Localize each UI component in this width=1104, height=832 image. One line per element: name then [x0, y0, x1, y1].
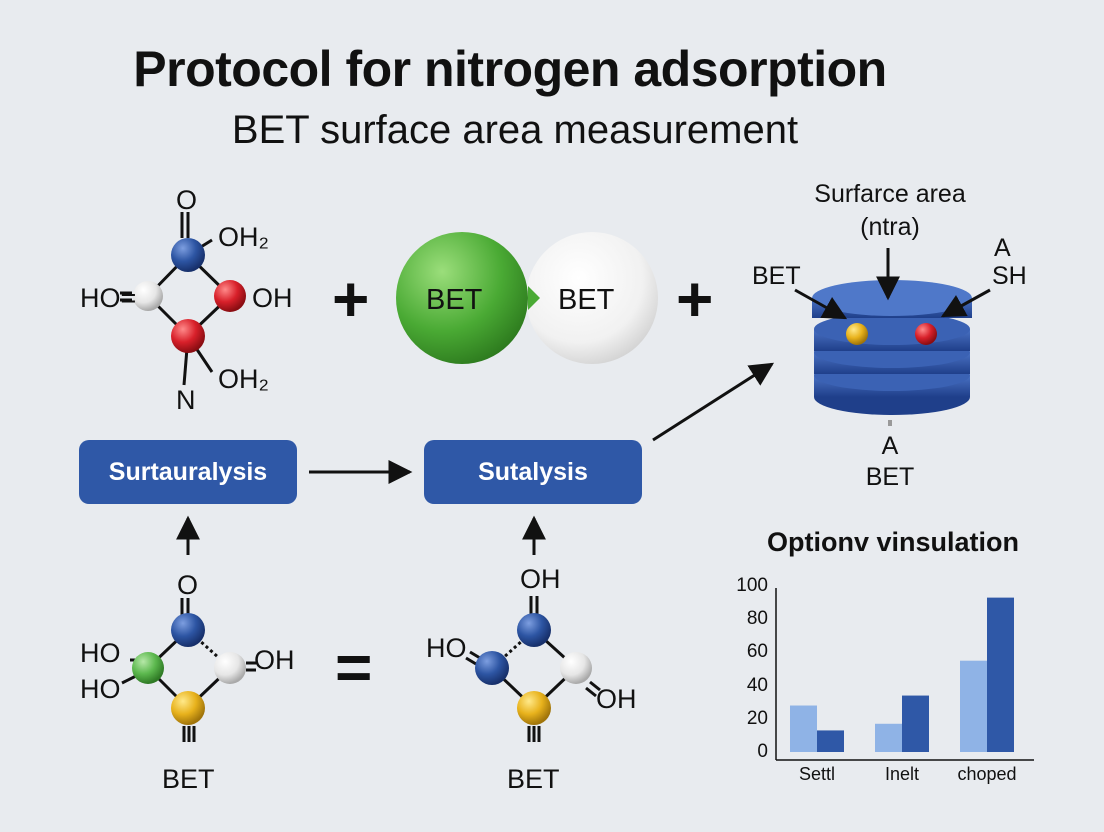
atom-label-oh: OH — [254, 645, 295, 675]
y-tick-label: 20 — [746, 707, 768, 729]
atom-red — [214, 280, 246, 312]
white-sphere — [526, 232, 658, 364]
atom-label-o: O — [176, 185, 198, 215]
process-box-sutalysis: Sutalysis — [424, 440, 642, 504]
atom-blue — [171, 238, 205, 272]
x-category-label: Inelt — [884, 764, 920, 784]
sphere-connector-icon — [528, 286, 540, 310]
y-tick-label: 100 — [736, 575, 768, 596]
white-sphere-label: BET — [558, 284, 615, 316]
atom-label-oh2: OH₂ — [218, 364, 269, 394]
atom-label-ho: HO= — [80, 283, 137, 313]
atom-label-n: N — [176, 385, 196, 415]
atom-blue — [171, 613, 205, 647]
chart-bar-inelt-series-1 — [875, 723, 902, 752]
plus-operator: + — [676, 263, 714, 335]
atom-red — [171, 319, 205, 353]
atom-label-oh: OH — [596, 684, 637, 714]
atom-blue — [517, 613, 551, 647]
page-subtitle: BET surface area measurement — [231, 108, 799, 152]
chart-bar-settl-series-2 — [817, 730, 844, 752]
y-tick-label: 0 — [757, 741, 768, 762]
atom-yellow — [517, 691, 551, 725]
y-tick-label: 80 — [746, 608, 768, 630]
page-title: Protocol for nitrogen adsorption — [133, 41, 887, 97]
atom-label-ho: HO — [80, 638, 121, 668]
y-tick-label: 60 — [746, 641, 768, 663]
atom-green — [132, 652, 164, 684]
chart-bars — [790, 597, 1014, 752]
chart-title: Optionv vinsulation — [767, 527, 1020, 557]
atom-yellow — [846, 323, 868, 345]
molecule-label-bet: BET — [162, 764, 215, 794]
stack-bottom-a: A — [881, 432, 899, 460]
chart-bar-choped-series-2 — [987, 597, 1014, 752]
molecule-label-bet: BET — [507, 764, 560, 794]
stacked-disk — [812, 280, 972, 415]
atom-red — [915, 323, 937, 345]
stack-title-line2: (ntra) — [860, 213, 920, 241]
atom-label-ho: HO — [426, 633, 467, 663]
atom-white — [214, 652, 246, 684]
stack-label-a: A — [994, 234, 1011, 262]
chart-bar-settl-series-1 — [790, 705, 817, 752]
x-category-label: choped — [957, 764, 1017, 784]
arrow-pointer — [940, 288, 991, 318]
chart-bar-choped-series-1 — [960, 660, 987, 752]
atom-white — [560, 652, 592, 684]
atom-yellow — [171, 691, 205, 725]
atom-label-oh2: OH₂ — [218, 222, 269, 252]
atom-white — [133, 281, 163, 311]
equals-operator: = — [335, 631, 373, 703]
chart-bar-inelt-series-2 — [902, 695, 929, 752]
y-tick-label: 40 — [746, 674, 768, 696]
plus-operator: + — [332, 263, 370, 335]
atom-blue — [475, 651, 509, 685]
x-category-label: Settl — [798, 764, 836, 784]
stack-label-sh: SH — [992, 262, 1027, 290]
green-sphere-label: BET — [426, 284, 483, 316]
stack-bottom-bet: BET — [865, 463, 915, 491]
atom-label-o: O — [177, 570, 199, 600]
arrow-up-right — [652, 362, 775, 442]
atom-label-ho: HO — [80, 674, 121, 704]
atom-label-oh: OH — [520, 564, 561, 594]
stack-label-bet: BET — [752, 262, 801, 290]
stack-title-line1: Surfarce area — [814, 180, 966, 208]
green-sphere — [396, 232, 528, 364]
atom-label-oh: OH — [252, 283, 293, 313]
arrow-pointer — [794, 288, 848, 320]
process-box-surtauralysis: Surtauralysis — [79, 440, 297, 504]
chart-axes — [775, 588, 1034, 761]
